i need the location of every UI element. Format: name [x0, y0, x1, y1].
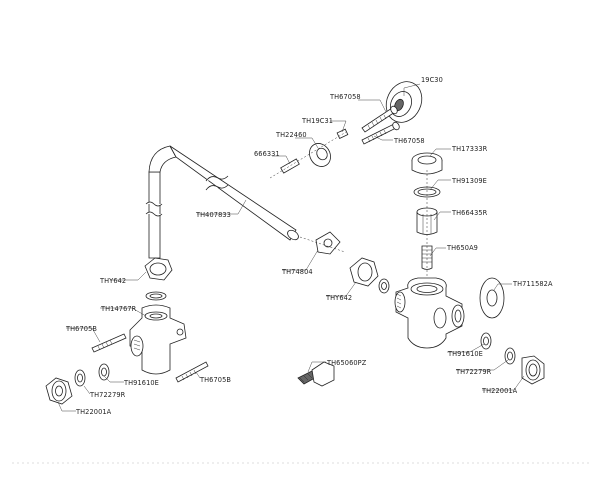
washer-part-right-b	[504, 347, 516, 365]
label-th650a9: TH650A9	[446, 244, 478, 252]
screw-part-bottom	[175, 361, 209, 383]
nut-part-left-upper	[144, 257, 173, 281]
clip-part	[315, 231, 341, 255]
label-19c30: 19C30	[421, 76, 443, 84]
label-th65060pz: TH65060PZ	[326, 359, 367, 367]
label-th22460: TH22460	[275, 131, 307, 139]
part-labels: 19C30 TH67058 TH19C31 TH22460 TH67058 66…	[65, 76, 553, 416]
small-connector-part	[280, 158, 300, 174]
washer-part-left-upper	[145, 291, 167, 301]
label-th19c31: TH19C31	[301, 117, 333, 125]
valve-body-left	[129, 304, 187, 375]
nut-part-upper	[309, 143, 331, 167]
label-th711582a: TH711582A	[512, 280, 553, 288]
label-th22001a-left: TH22001A	[75, 408, 112, 416]
valve-body-right	[394, 277, 465, 349]
washer-part-left-a	[98, 363, 110, 381]
escutcheon-part	[479, 277, 505, 319]
label-th66435r: TH66435R	[451, 209, 488, 217]
label-th72279r-right: TH72279R	[455, 368, 492, 376]
nut-part-left	[45, 377, 73, 405]
label-th91309e: TH91309E	[451, 177, 487, 185]
screw-part-middle	[361, 121, 400, 145]
spindle-part	[421, 245, 433, 270]
label-th91610e-left: TH91610E	[123, 379, 159, 387]
label-th72279r-left: TH72279R	[89, 391, 126, 399]
label-th74804: TH74804	[281, 268, 313, 276]
label-th17333r: TH17333R	[451, 145, 488, 153]
washer-part-left-b	[74, 369, 86, 387]
label-th67058-mid: TH67058	[393, 137, 425, 145]
key-tool-part	[297, 361, 335, 387]
label-thy642-left: THY642	[99, 277, 126, 285]
pin-part	[336, 128, 349, 139]
nut-part-right	[521, 355, 545, 385]
label-th407833: TH407833	[195, 211, 231, 219]
label-th22001a-right: TH22001A	[481, 387, 518, 395]
washer-part-middle	[378, 278, 390, 294]
label-th6705b-bottom: TH6705B	[199, 376, 231, 384]
label-th14767r: TH14767R	[100, 305, 137, 313]
label-th91610e-right: TH91610E	[447, 350, 483, 358]
screw-part-left	[91, 333, 127, 353]
label-th6705b-left: TH6705B	[65, 325, 97, 333]
screw-part-top	[361, 105, 398, 133]
leader-lines	[57, 83, 525, 412]
label-666331: 666331	[254, 150, 280, 158]
label-th67058-top: TH67058	[329, 93, 361, 101]
shower-pipe	[145, 145, 299, 259]
washer-part-right-a	[480, 332, 492, 350]
nut-part-middle	[349, 257, 379, 287]
label-thy642-mid: THY642	[325, 294, 352, 302]
